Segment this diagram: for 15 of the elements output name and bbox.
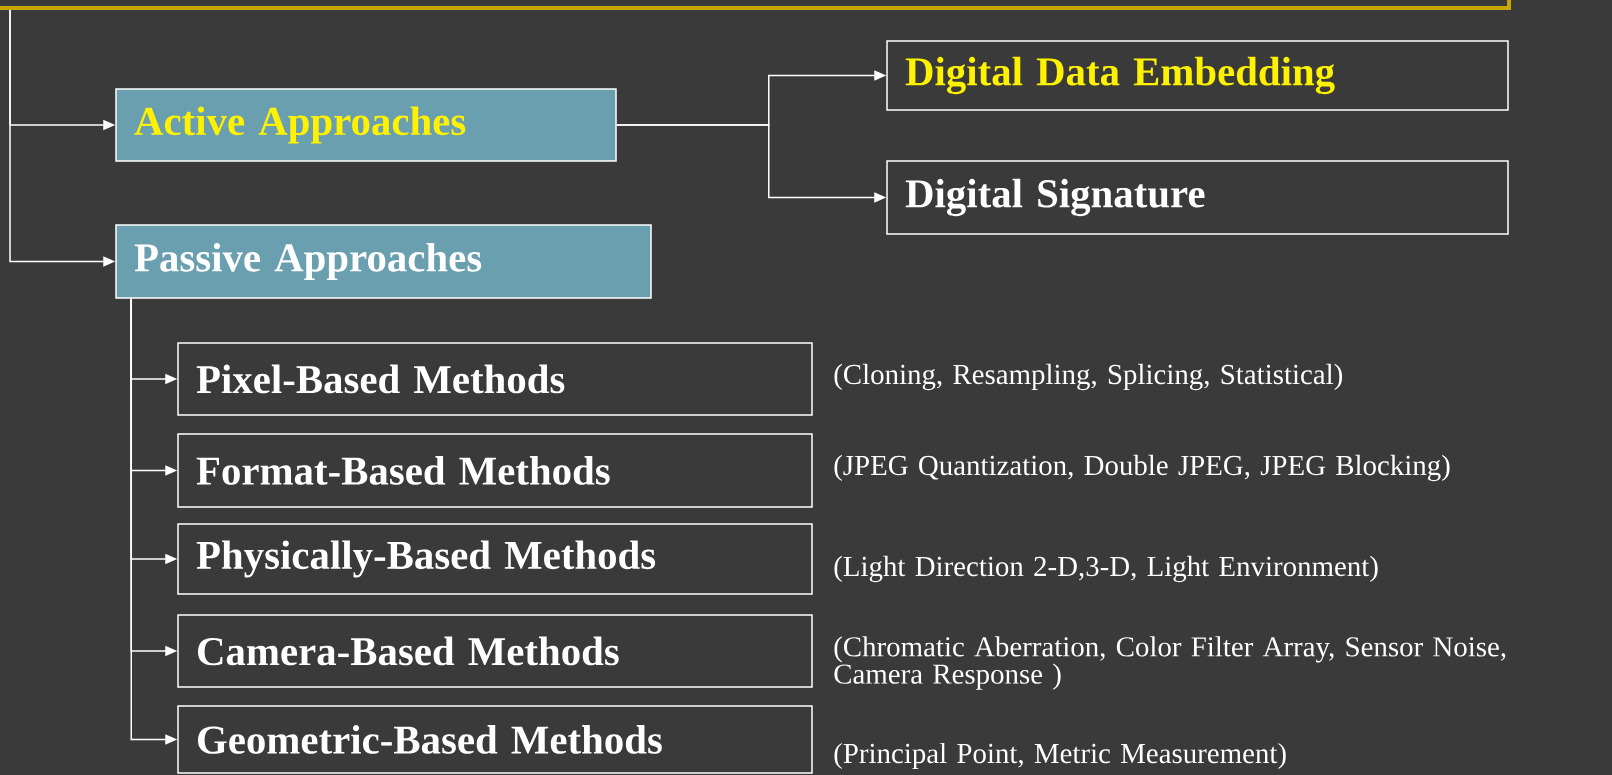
method-box: Pixel-Based Methods xyxy=(177,342,813,416)
method-examples: (Cloning, Resampling, Splicing, Statistical) xyxy=(834,363,1343,391)
method-examples: (Principal Point, Metric Measurement) xyxy=(834,742,1286,770)
method-box: Physically-Based Methods xyxy=(177,523,813,595)
method-box: Format-Based Methods xyxy=(177,433,813,508)
method-box: Geometric-Based Methods xyxy=(177,705,813,774)
category-box: Passive Approaches xyxy=(115,224,652,299)
method-examples: (JPEG Quantization, Double JPEG, JPEG Blocking) xyxy=(834,454,1450,482)
method-box: Digital Data Embedding xyxy=(886,40,1509,111)
method-box: Digital Signature xyxy=(886,160,1509,235)
method-examples: (Chromatic Aberration, Color Filter Array, Sensor Noise, Camera Response ) xyxy=(834,636,1506,690)
method-box: Camera-Based Methods xyxy=(177,614,813,688)
category-box: Active Approaches xyxy=(115,88,617,162)
banner-box xyxy=(0,0,1511,10)
method-examples: (Light Direction 2-D,3-D, Light Environment) xyxy=(834,555,1378,583)
